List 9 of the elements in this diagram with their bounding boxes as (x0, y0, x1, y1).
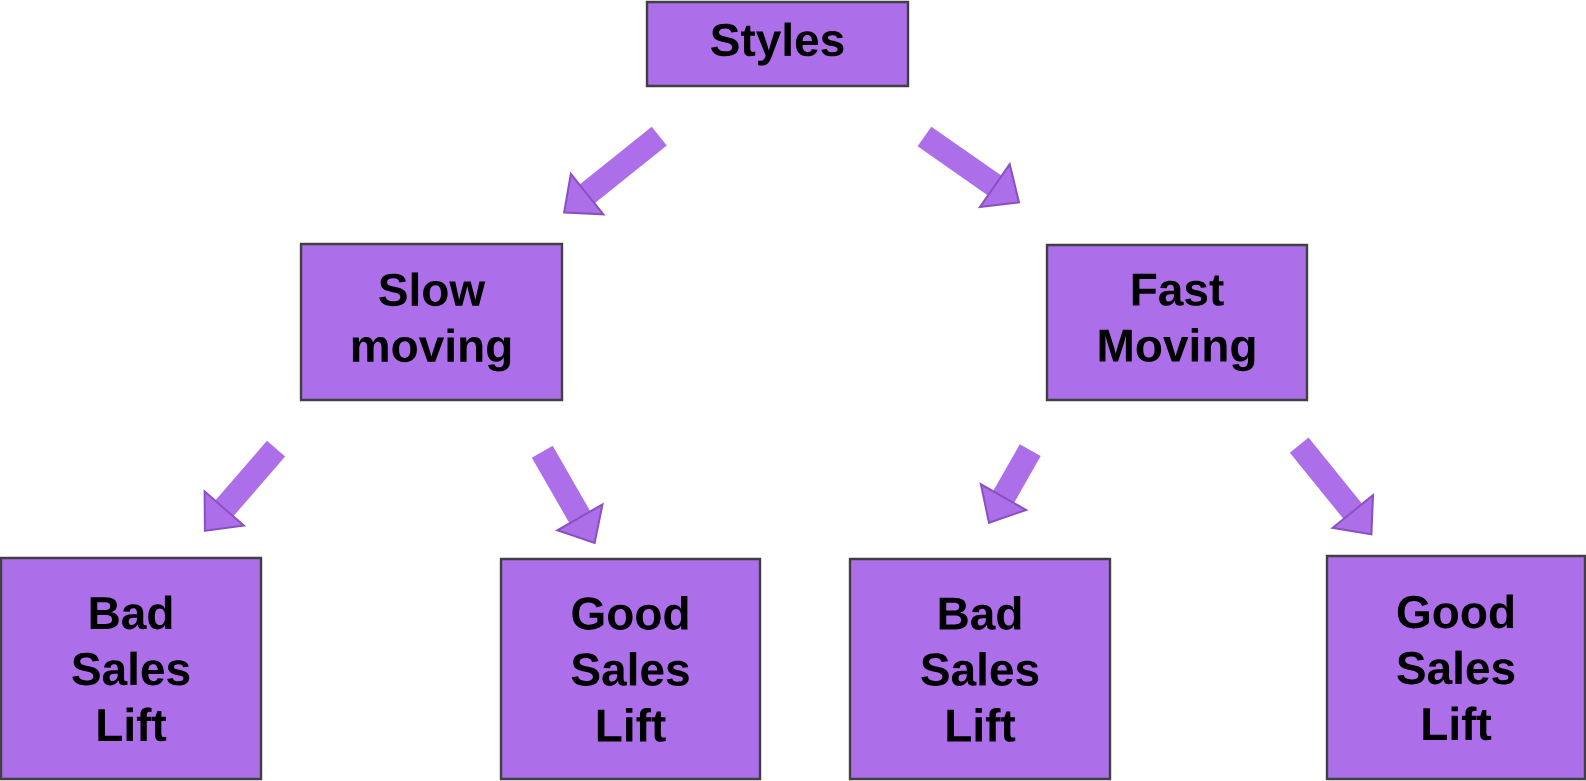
category-box: Good Sales Lift (1325, 554, 1586, 781)
block-arrow (203, 440, 286, 532)
block-arrow (1289, 437, 1375, 536)
category-box: Bad Sales Lift (848, 557, 1112, 781)
category-box: Bad Sales Lift (0, 556, 263, 781)
category-box: Fast Moving (1045, 243, 1309, 402)
category-box: Styles (645, 0, 910, 88)
category-box: Good Sales Lift (499, 557, 762, 781)
category-box: Slow moving (299, 242, 564, 402)
